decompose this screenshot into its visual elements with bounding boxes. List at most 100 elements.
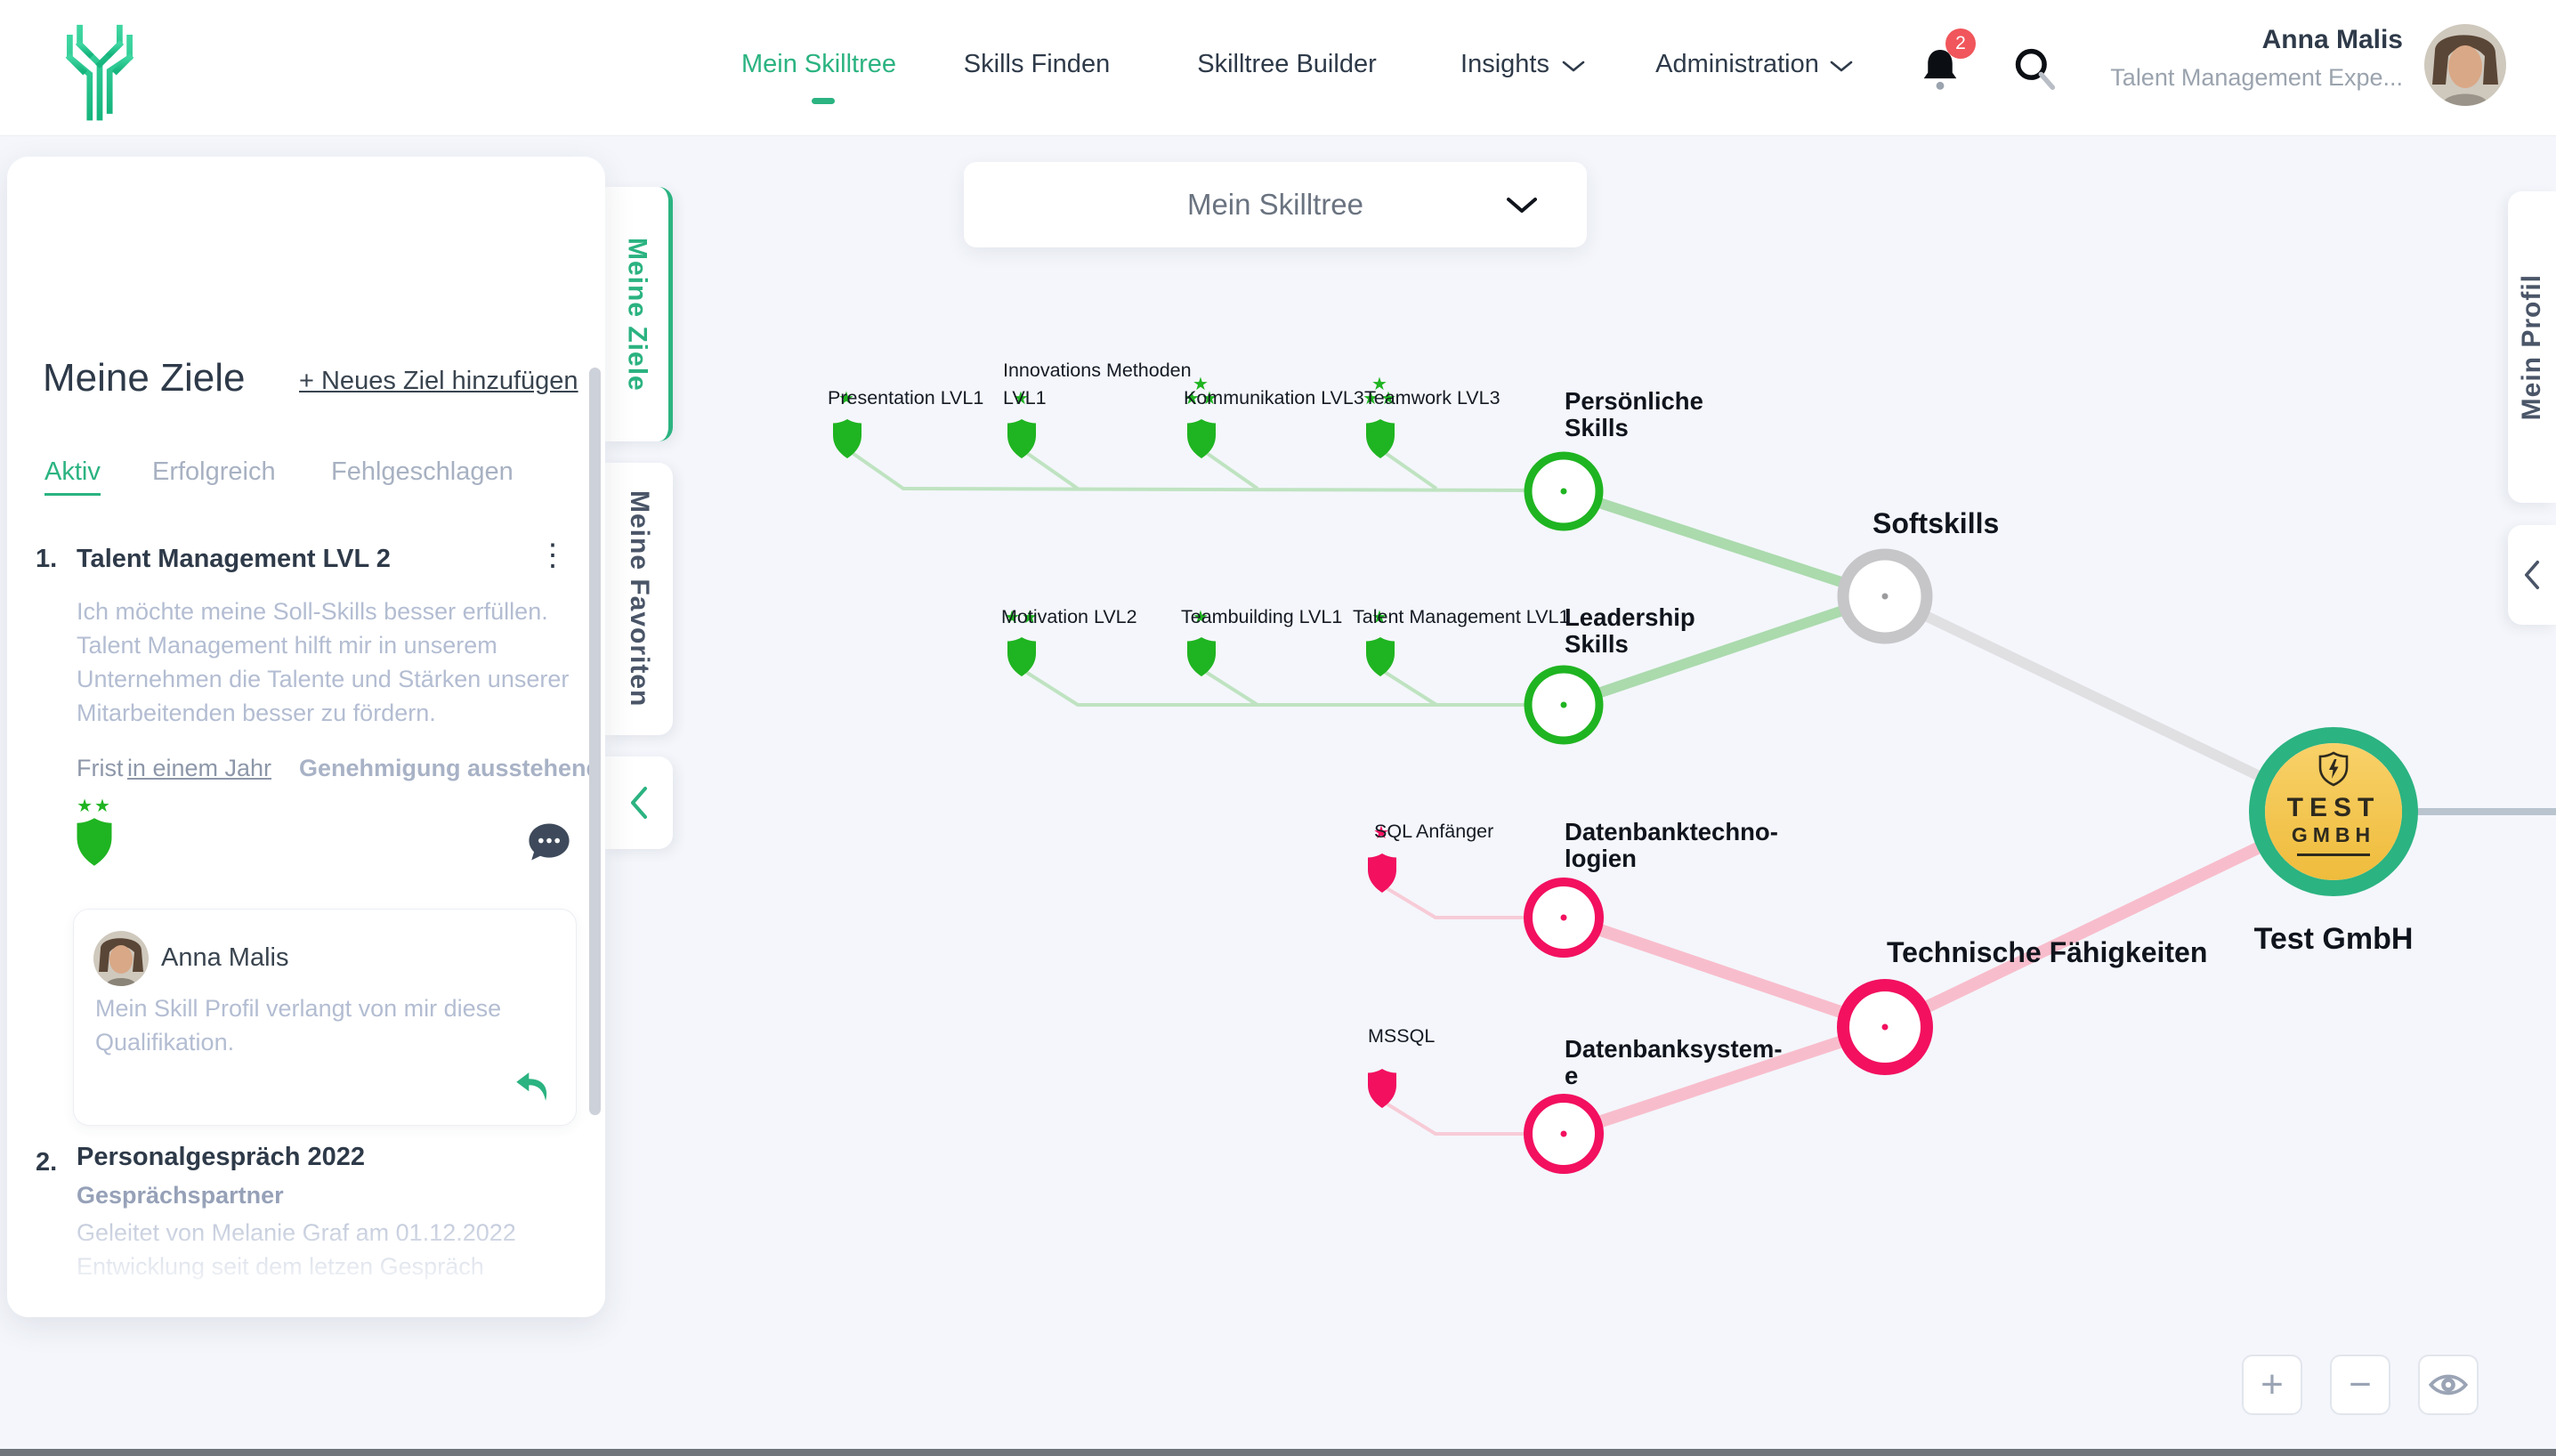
comment-text: Mein Skill Profil verlangt von mir diese…	[95, 995, 502, 1056]
node-leadership-skills[interactable]	[1524, 665, 1604, 745]
chevron-down-icon	[1562, 61, 1585, 72]
comment-card: Anna Malis Mein Skill Profil verlangt vo…	[73, 909, 577, 1126]
goal-shield-icon	[75, 817, 114, 867]
active-nav-underline	[812, 98, 835, 104]
skill-label-mssql: MSSQL	[1368, 1025, 1436, 1047]
window-edge	[0, 1449, 2556, 1456]
category-label-softskills: Softskills	[1873, 507, 2000, 539]
collapse-left-panel-button[interactable]	[605, 756, 673, 849]
shield-teambuilding[interactable]	[1187, 637, 1216, 676]
minus-icon: −	[2349, 1363, 2372, 1406]
node-softskills[interactable]	[1837, 548, 1933, 644]
tab-erfolgreich[interactable]: Erfolgreich	[152, 457, 276, 486]
tab-fehlgeschlagen[interactable]: Fehlgeschlagen	[331, 457, 514, 486]
shield-mssql[interactable]	[1368, 1069, 1396, 1108]
company-label: Test GmbH	[2253, 922, 2414, 956]
zoom-out-button[interactable]: −	[2330, 1355, 2390, 1415]
notification-badge: 2	[1945, 28, 1976, 59]
nav-mein-skilltree[interactable]: Mein Skilltree	[740, 50, 897, 78]
category-label-personal: Persönliche Skills	[1565, 387, 1703, 441]
panel-scrollbar[interactable]	[589, 368, 601, 1115]
comment-author: Anna Malis	[161, 943, 289, 972]
skill-label-motivation: Motivation LVL2	[1001, 606, 1137, 627]
shield-sql-anfaenger[interactable]	[1368, 853, 1396, 893]
skill-stars: ★ ★★	[1184, 375, 1219, 408]
nav-skills-finden[interactable]: Skills Finden	[963, 50, 1111, 78]
node-datenbanksysteme[interactable]	[1524, 1094, 1604, 1174]
goal-title: Personalgespräch 2022	[77, 1143, 366, 1171]
chevron-left-icon	[2524, 560, 2540, 590]
eye-icon	[2429, 1374, 2468, 1395]
comments-icon[interactable]	[528, 822, 570, 861]
category-label-technical: Technische Fähigkeiten	[1887, 936, 2208, 968]
comment-avatar	[93, 931, 149, 986]
skill-stars: ★	[1371, 608, 1389, 627]
skill-label-teambuilding: Teambuilding LVL1	[1181, 606, 1343, 627]
panel-fade	[7, 1201, 605, 1317]
skill-label-talent-management: Talent Management LVL1	[1353, 606, 1570, 627]
shield-kommunikation[interactable]	[1187, 419, 1216, 458]
company-logo-line1: TEST	[2286, 793, 2381, 822]
goal-status-badge: Genehmigung ausstehend	[299, 755, 602, 781]
node-persoenliche-skills[interactable]	[1524, 451, 1604, 531]
skilltree-selector-label: Mein Skilltree	[1186, 188, 1364, 221]
goals-panel: Meine Ziele + Neues Ziel hinzufügen Akti…	[7, 157, 605, 1317]
shield-teamwork[interactable]	[1366, 419, 1395, 458]
skill-label-sql: SQL Anfänger	[1374, 821, 1494, 842]
skilltree-selector[interactable]: Mein Skilltree	[964, 162, 1587, 247]
company-shield-icon	[2318, 751, 2349, 787]
plus-icon: +	[2261, 1363, 2284, 1406]
notifications-bell-icon[interactable]	[1921, 46, 1960, 93]
shield-innovations[interactable]	[1007, 419, 1036, 458]
goal-description: Ich möchte meine Soll-Skills besser erfü…	[77, 598, 570, 726]
expand-right-panel-button[interactable]	[2508, 525, 2556, 625]
goal-index: 2.	[36, 1148, 58, 1177]
company-logo-rule	[2297, 853, 2370, 856]
top-navigation-bar: Mein Skilltree Skills Finden Skilltree B…	[0, 0, 2556, 135]
reply-icon[interactable]	[515, 1072, 551, 1102]
skill-stars: ★	[1193, 608, 1210, 627]
skill-stars: ★	[1013, 389, 1031, 408]
sidetab-mein-profil[interactable]: Mein Profil	[2508, 191, 2556, 503]
skill-label-presentation: Presentation LVL1	[828, 387, 984, 408]
chevron-down-icon	[1507, 198, 1537, 213]
sidetab-meine-favoriten[interactable]: Meine Favoriten	[605, 463, 673, 735]
goal-shield-stars: ★★	[77, 797, 112, 816]
search-icon[interactable]	[2013, 46, 2056, 91]
company-logo-line2: GMBH	[2291, 823, 2376, 846]
app-logo	[65, 24, 134, 121]
goals-panel-title: Meine Ziele	[43, 356, 246, 400]
zoom-in-button[interactable]: +	[2242, 1355, 2302, 1415]
deadline-value-link[interactable]: in einem Jahr	[126, 755, 272, 781]
node-datenbanktechnologien[interactable]	[1524, 878, 1604, 958]
tab-aktiv[interactable]: Aktiv	[44, 457, 101, 496]
user-role: Talent Management Expe...	[2110, 64, 2403, 91]
visibility-button[interactable]	[2418, 1355, 2479, 1415]
user-avatar[interactable]	[2424, 24, 2506, 106]
skill-stars: ★ ★★	[1363, 375, 1398, 408]
node-technische-faehigkeiten[interactable]	[1837, 979, 1933, 1075]
skill-label-teamwork: Teamwork LVL3	[1364, 387, 1500, 408]
company-node-content: TEST GMBH	[2261, 751, 2406, 856]
shield-talent-management[interactable]	[1366, 637, 1395, 676]
nav-administration[interactable]: Administration	[1655, 50, 1819, 78]
skill-label-kommunikation: Kommunikation LVL3	[1184, 387, 1364, 408]
nav-skilltree-builder[interactable]: Skilltree Builder	[1197, 50, 1377, 78]
chevron-left-icon	[631, 787, 647, 819]
user-name: Anna Malis	[2261, 25, 2403, 54]
skill-stars: ★	[838, 389, 856, 408]
shield-presentation[interactable]	[833, 419, 861, 458]
skill-stars: ★	[1373, 823, 1391, 843]
sidetab-meine-ziele[interactable]: Meine Ziele	[605, 187, 673, 441]
add-goal-link[interactable]: + Neues Ziel hinzufügen	[299, 367, 578, 395]
sidetab-label: Mein Profil	[2517, 273, 2546, 421]
category-label-leadership: Leadership Skills	[1565, 603, 1695, 658]
goal-menu-kebab-icon[interactable]: ⋮	[538, 538, 568, 572]
node-company[interactable]	[2249, 727, 2418, 896]
sidetab-label: Meine Favoriten	[625, 490, 654, 708]
nav-insights[interactable]: Insights	[1460, 50, 1549, 78]
category-label-dbtech: Datenbanktechno- logien	[1565, 818, 1778, 872]
shield-motivation[interactable]	[1007, 637, 1036, 676]
sidetab-label: Meine Ziele	[622, 237, 652, 392]
